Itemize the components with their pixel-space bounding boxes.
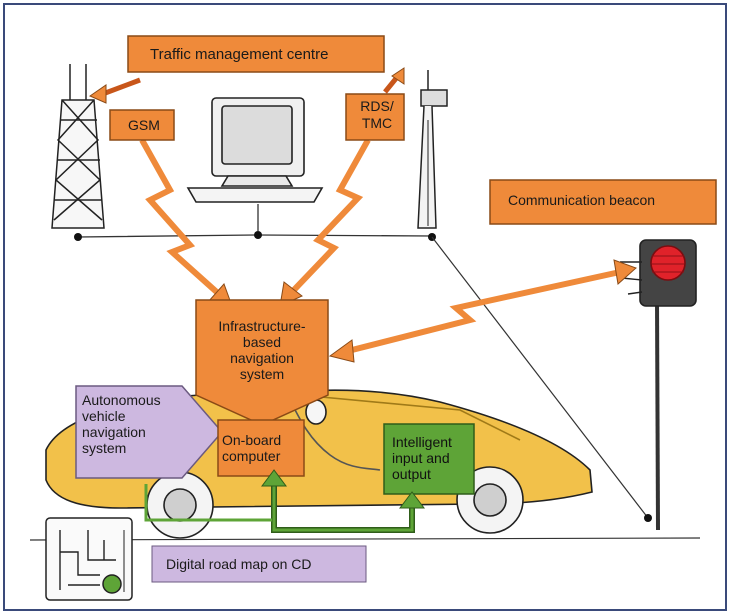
intelligent-box — [383, 423, 475, 495]
arrow-gsm-to-tower — [99, 77, 141, 98]
label-rds-tmc: RDS/ TMC — [360, 98, 394, 131]
onboard-box — [217, 419, 305, 477]
infrastructure-box — [195, 299, 329, 426]
traffic-light-icon — [620, 239, 697, 531]
gsm-tower-icon — [51, 64, 105, 229]
frame-border — [3, 3, 727, 611]
beacon-box — [489, 179, 717, 225]
traffic-centre-box — [127, 35, 385, 73]
zigzag-beacon-head-right — [613, 259, 637, 285]
green-arrow-head-right — [399, 491, 425, 509]
computer-icon — [186, 97, 324, 232]
network-node-1 — [74, 233, 82, 241]
green-link-map — [144, 484, 272, 522]
autonomous-box — [75, 385, 223, 479]
gsm-box — [109, 109, 175, 141]
green-arrow-head-left — [261, 469, 287, 487]
network-node-2 — [254, 231, 262, 239]
label-traffic-centre: Traffic management centre — [150, 46, 329, 63]
ground-line — [29, 537, 701, 541]
label-infrastructure: Infrastructure- based navigation system — [218, 318, 306, 383]
beacon-node — [644, 514, 652, 522]
green-link-inner — [272, 478, 414, 532]
label-road-map: Digital road map on CD — [166, 556, 312, 572]
label-intelligent: Intelligent input and output — [392, 434, 452, 483]
arrow-gsm-head — [88, 84, 107, 104]
zigzag-beacon — [343, 269, 621, 355]
road-map-card-icon — [45, 517, 133, 601]
road-map-box — [151, 545, 367, 583]
rds-mast-icon — [417, 70, 448, 229]
beacon-line — [431, 236, 649, 519]
zigzag-beacon-head-left — [328, 339, 355, 363]
label-beacon: Communication beacon — [508, 192, 656, 208]
label-onboard: On-board computer — [222, 432, 282, 465]
rds-box — [345, 93, 405, 141]
label-gsm: GSM — [128, 117, 160, 133]
arrow-rds-head — [391, 67, 405, 85]
zigzag-rds — [289, 138, 371, 295]
label-autonomous: Autonomous vehicle navigation system — [82, 392, 161, 457]
zigzag-gsm — [139, 138, 223, 298]
